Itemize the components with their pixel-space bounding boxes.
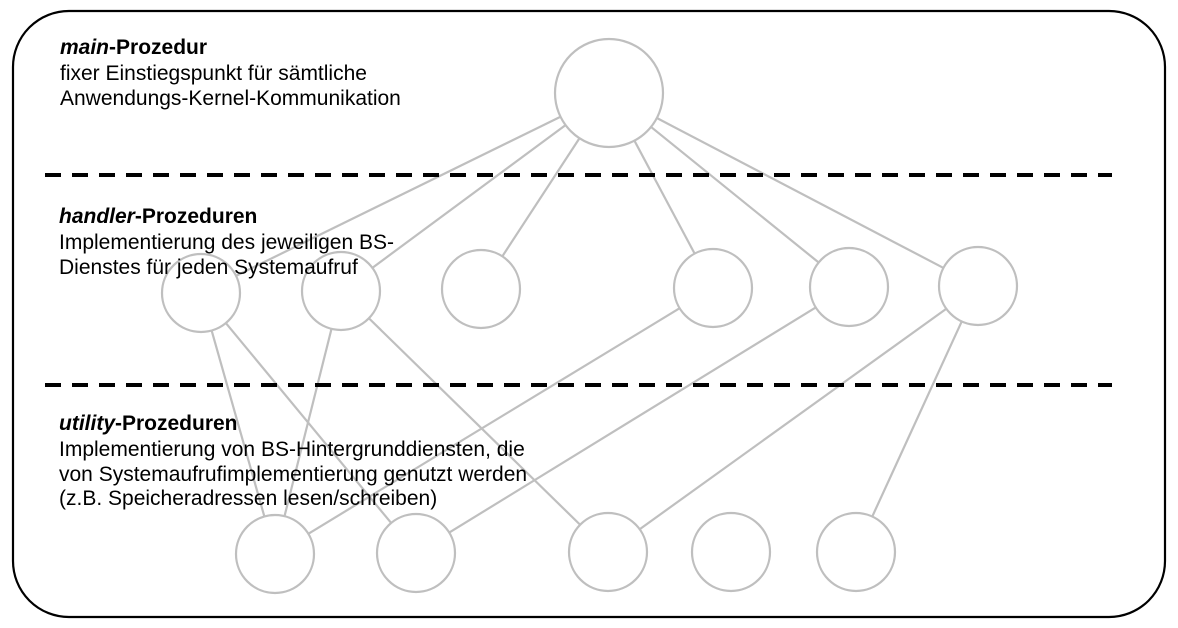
- graph-edge: [656, 117, 944, 269]
- section-utility-term: utility: [59, 412, 115, 435]
- section-utility: utility-Prozeduren Implementierung von B…: [59, 412, 527, 512]
- section-handler-title-suffix: -Prozeduren: [134, 205, 258, 228]
- section-main-title: main-Prozedur: [60, 36, 401, 61]
- graph-edge: [639, 307, 947, 531]
- diagram-border: [11, 9, 1167, 619]
- section-handler-description: Implementierung des jeweiligen BS- Diens…: [59, 230, 395, 279]
- graph-node-handler[interactable]: [160, 252, 242, 334]
- section-utility-title: utility-Prozeduren: [59, 412, 527, 437]
- graph-node-utility[interactable]: [375, 512, 457, 594]
- graph-node-utility[interactable]: [690, 511, 772, 593]
- graph-edge: [871, 320, 963, 518]
- graph-node-utility[interactable]: [234, 513, 316, 595]
- node-layer: [160, 37, 1019, 595]
- section-main-description: fixer Einstiegspunkt für sämtliche Anwen…: [60, 61, 401, 110]
- graph-edge: [633, 140, 696, 255]
- graph-edge: [235, 115, 561, 277]
- graph-edge: [307, 307, 681, 535]
- graph-edge: [283, 328, 333, 517]
- graph-node-utility[interactable]: [567, 511, 649, 593]
- graph-edge: [448, 306, 817, 534]
- graph-node-utility[interactable]: [815, 511, 897, 593]
- section-main: main-Prozedur fixer Einstiegspunkt für s…: [60, 36, 401, 111]
- graph-node-handler[interactable]: [937, 245, 1019, 327]
- graph-node-main[interactable]: [553, 37, 665, 149]
- section-handler-title: handler-Prozeduren: [59, 205, 394, 230]
- graph-edge: [371, 124, 567, 269]
- section-utility-description: Implementierung von BS-Hintergrunddienst…: [59, 437, 528, 511]
- section-utility-title-suffix: -Prozeduren: [115, 412, 238, 435]
- section-main-title-suffix: -Prozedur: [109, 36, 208, 59]
- graph-edge: [368, 317, 581, 526]
- divider-layer: [45, 173, 1112, 387]
- graph-node-handler[interactable]: [300, 250, 382, 332]
- diagram-frame: [11, 9, 1167, 619]
- section-main-term: main: [60, 36, 110, 59]
- graph-edge: [210, 330, 266, 517]
- graph-node-handler[interactable]: [672, 247, 754, 329]
- section-handler-term: handler: [59, 205, 135, 228]
- graph-edge: [501, 137, 581, 257]
- section-handler: handler-Prozeduren Implementierung des j…: [59, 205, 394, 280]
- graph-edge: [650, 126, 820, 264]
- edge-layer: [210, 115, 963, 535]
- graph-node-handler[interactable]: [440, 248, 522, 330]
- graph-node-handler[interactable]: [808, 246, 890, 328]
